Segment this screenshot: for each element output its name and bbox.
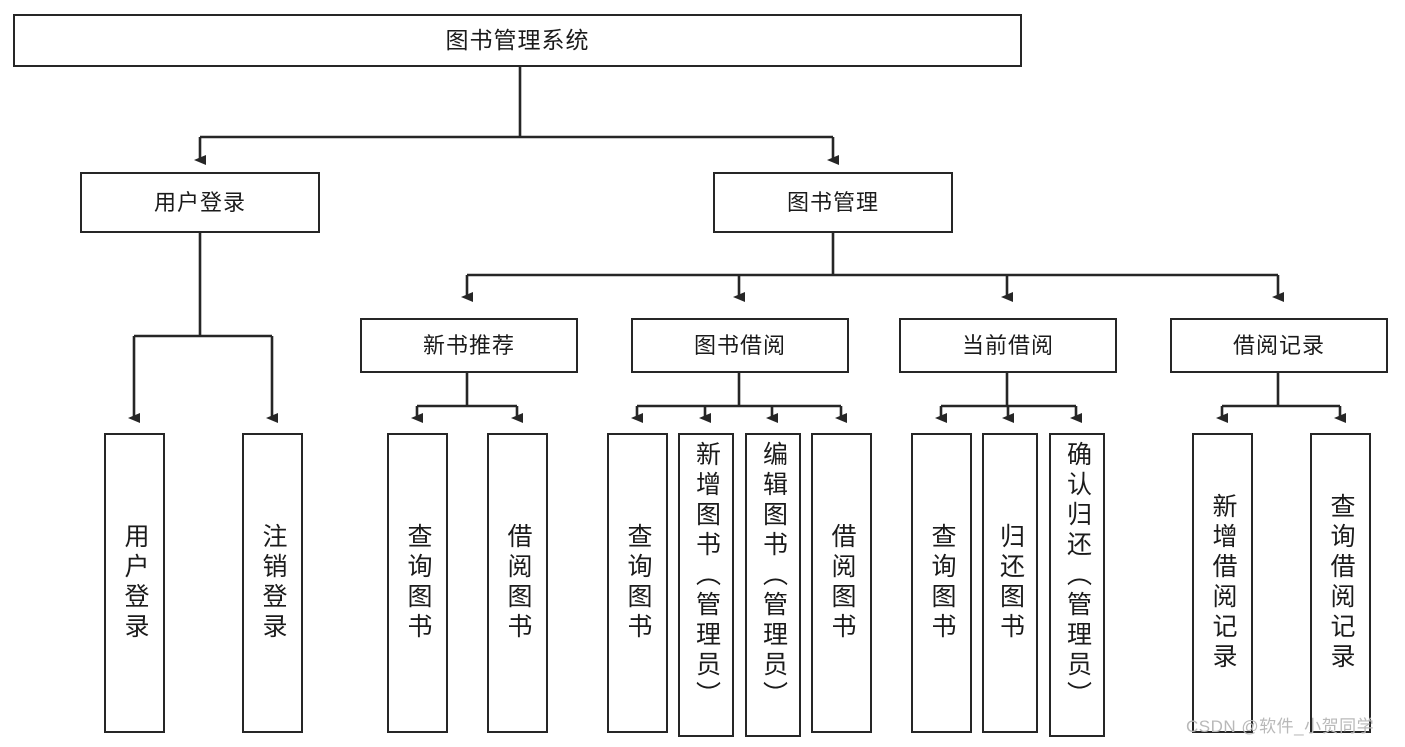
node-leaf-borrow-book-new[interactable]: 借阅图书 (487, 433, 548, 733)
node-label: 注销登录 (259, 523, 287, 643)
node-root-book-management-system[interactable]: 图书管理系统 (13, 14, 1022, 67)
node-leaf-add-book[interactable]: 新增图书（管理员） (678, 433, 734, 737)
node-label: 确认归还（管理员） (1063, 441, 1092, 711)
node-label: 图书管理系统 (445, 27, 590, 54)
node-borrow-record[interactable]: 借阅记录 (1170, 318, 1388, 373)
node-new-book-recommend[interactable]: 新书推荐 (360, 318, 578, 373)
node-user-login[interactable]: 用户登录 (80, 172, 320, 233)
node-label: 查询借阅记录 (1327, 493, 1355, 673)
node-leaf-query-borrow-record[interactable]: 查询借阅记录 (1310, 433, 1371, 733)
node-leaf-logout[interactable]: 注销登录 (242, 433, 303, 733)
node-leaf-user-login[interactable]: 用户登录 (104, 433, 165, 733)
node-leaf-query-book-current[interactable]: 查询图书 (911, 433, 972, 733)
node-label: 查询图书 (404, 523, 432, 643)
node-label: 归还图书 (996, 523, 1025, 643)
node-label: 查询图书 (928, 523, 956, 643)
node-leaf-add-borrow-record[interactable]: 新增借阅记录 (1192, 433, 1253, 733)
node-label: 查询图书 (624, 523, 652, 643)
node-label: 图书借阅 (693, 332, 786, 358)
node-label: 用户登录 (121, 523, 149, 643)
node-label: 借阅图书 (504, 523, 532, 643)
node-label: 新增图书（管理员） (692, 441, 721, 711)
node-book-borrow[interactable]: 图书借阅 (631, 318, 849, 373)
node-label: 新增借阅记录 (1209, 493, 1237, 673)
node-label: 新书推荐 (422, 332, 515, 358)
node-current-borrow[interactable]: 当前借阅 (899, 318, 1117, 373)
node-label: 借阅记录 (1232, 332, 1325, 358)
node-label: 用户登录 (153, 189, 246, 215)
node-label: 当前借阅 (961, 332, 1054, 358)
watermark-text: CSDN @软件_小贺同学 (1186, 717, 1375, 736)
node-leaf-query-book-new[interactable]: 查询图书 (387, 433, 448, 733)
node-leaf-return-book[interactable]: 归还图书 (982, 433, 1038, 733)
node-label: 借阅图书 (828, 523, 856, 643)
node-label: 编辑图书（管理员） (759, 441, 788, 711)
node-leaf-query-book-borrow[interactable]: 查询图书 (607, 433, 668, 733)
node-leaf-confirm-return[interactable]: 确认归还（管理员） (1049, 433, 1105, 737)
node-leaf-borrow-book-borrow[interactable]: 借阅图书 (811, 433, 872, 733)
node-book-management[interactable]: 图书管理 (713, 172, 953, 233)
node-leaf-edit-book[interactable]: 编辑图书（管理员） (745, 433, 801, 737)
node-label: 图书管理 (786, 189, 879, 215)
